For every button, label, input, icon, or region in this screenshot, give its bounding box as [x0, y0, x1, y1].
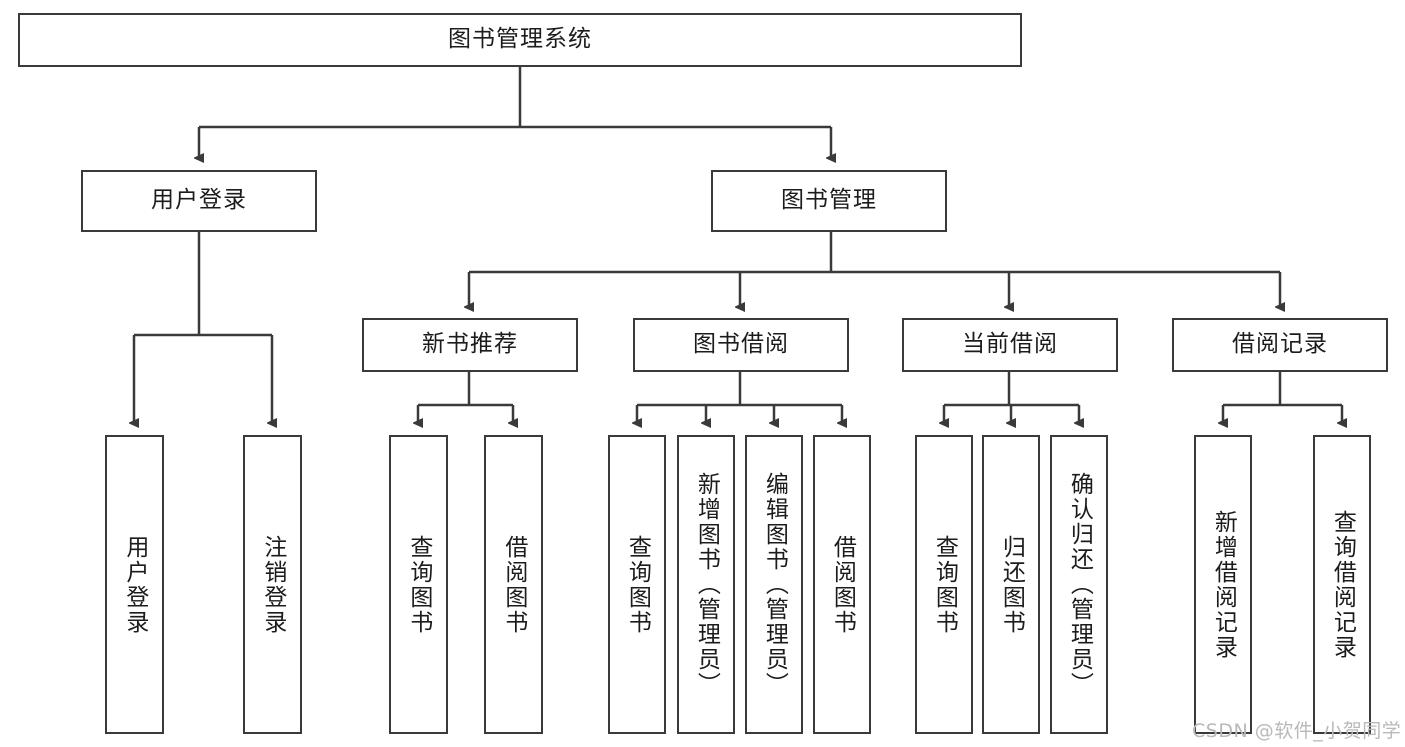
node-book-management[interactable]: 图书管理 [711, 170, 947, 232]
node-user-login[interactable]: 用户登录 [81, 170, 317, 232]
node-current-borrowing[interactable]: 当前借阅 [902, 318, 1118, 372]
leaf-label: 查询借阅记录 [1329, 509, 1356, 660]
leaf-label: 借阅图书 [500, 534, 527, 635]
leaf-user-login-login[interactable]: 用户登录 [105, 435, 164, 734]
leaf-label: 查询图书 [624, 534, 651, 635]
leaf-current-return-book[interactable]: 归还图书 [982, 435, 1040, 734]
leaf-user-login-logout[interactable]: 注销登录 [243, 435, 302, 734]
leaf-label: 查询图书 [931, 534, 958, 635]
node-new-book-recommendation[interactable]: 新书推荐 [362, 318, 578, 372]
leaf-new-book-query-book[interactable]: 查询图书 [389, 435, 448, 734]
leaf-label: 查询图书 [405, 534, 432, 635]
leaf-label: 用户登录 [121, 534, 148, 635]
node-root-book-management-system[interactable]: 图书管理系统 [18, 13, 1022, 67]
leaf-label: 新增借阅记录 [1210, 509, 1237, 660]
leaf-label: 编辑图书（管理员） [761, 472, 788, 697]
leaf-record-add-record[interactable]: 新增借阅记录 [1194, 435, 1252, 734]
node-borrowing-record[interactable]: 借阅记录 [1172, 318, 1388, 372]
leaf-label: 归还图书 [998, 534, 1025, 635]
leaf-new-book-borrow-book[interactable]: 借阅图书 [484, 435, 543, 734]
leaf-borrow-query-book[interactable]: 查询图书 [608, 435, 666, 734]
leaf-borrow-edit-book-admin[interactable]: 编辑图书（管理员） [745, 435, 803, 734]
leaf-borrow-borrow-book[interactable]: 借阅图书 [813, 435, 871, 734]
leaf-label: 确认归还（管理员） [1066, 472, 1093, 697]
leaf-current-confirm-return-admin[interactable]: 确认归还（管理员） [1050, 435, 1108, 734]
leaf-borrow-add-book-admin[interactable]: 新增图书（管理员） [677, 435, 735, 734]
leaf-record-query-record[interactable]: 查询借阅记录 [1313, 435, 1371, 734]
csdn-watermark: CSDN @软件_小贺同学 [1192, 720, 1402, 742]
leaf-label: 借阅图书 [829, 534, 856, 635]
leaf-label: 注销登录 [259, 534, 286, 635]
leaf-current-query-book[interactable]: 查询图书 [915, 435, 973, 734]
node-book-borrowing[interactable]: 图书借阅 [633, 318, 849, 372]
leaf-label: 新增图书（管理员） [693, 472, 720, 697]
